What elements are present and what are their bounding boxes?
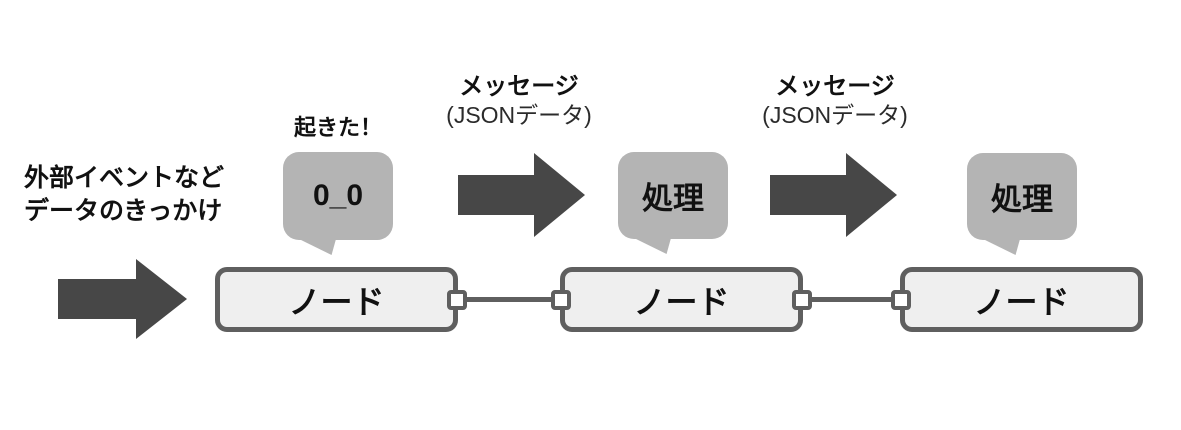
event-bubble-caption: 起きた！ (293, 115, 382, 140)
wire-2 (798, 297, 905, 302)
trigger-description: 外部イベントなど データのきっかけ (24, 162, 234, 228)
trigger-line-1: 外部イベントなど (24, 164, 225, 192)
input-port (891, 289, 911, 310)
message-arrow-icon-2 (770, 153, 897, 237)
speech-bubble-tail (983, 239, 1020, 255)
output-port (792, 289, 812, 310)
speech-bubble-tail (634, 238, 671, 254)
wire-1 (455, 297, 565, 302)
flow-node-3: ノード (891, 267, 1143, 332)
message-subtitle: (JSONデータ) (762, 102, 908, 128)
flow-node-1: ノード (215, 267, 467, 332)
message-title: メッセージ (775, 73, 895, 100)
node-label: ノード (973, 283, 1070, 320)
message-label-2: メッセージ (JSONデータ) (740, 72, 930, 130)
process-bubble-text: 処理 (642, 181, 704, 216)
flow-node-2: ノード (551, 267, 812, 332)
message-label-1: メッセージ (JSONデータ) (424, 72, 614, 130)
event-speech-bubble: 0_0 (283, 152, 393, 255)
event-bubble-face: 0_0 (312, 179, 364, 212)
process-speech-bubble-1: 処理 (618, 152, 728, 254)
input-port (551, 289, 571, 310)
speech-bubble-tail (299, 239, 336, 255)
node-label: ノード (288, 283, 385, 320)
node-label: ノード (633, 283, 730, 320)
message-arrow-icon-1 (458, 153, 585, 237)
process-bubble-text: 処理 (991, 182, 1053, 217)
message-subtitle: (JSONデータ) (446, 102, 592, 128)
trigger-line-2: データのきっかけ (24, 197, 223, 225)
process-speech-bubble-2: 処理 (967, 153, 1077, 255)
message-title: メッセージ (459, 73, 579, 100)
output-port (447, 289, 467, 310)
trigger-arrow-icon (58, 259, 187, 339)
